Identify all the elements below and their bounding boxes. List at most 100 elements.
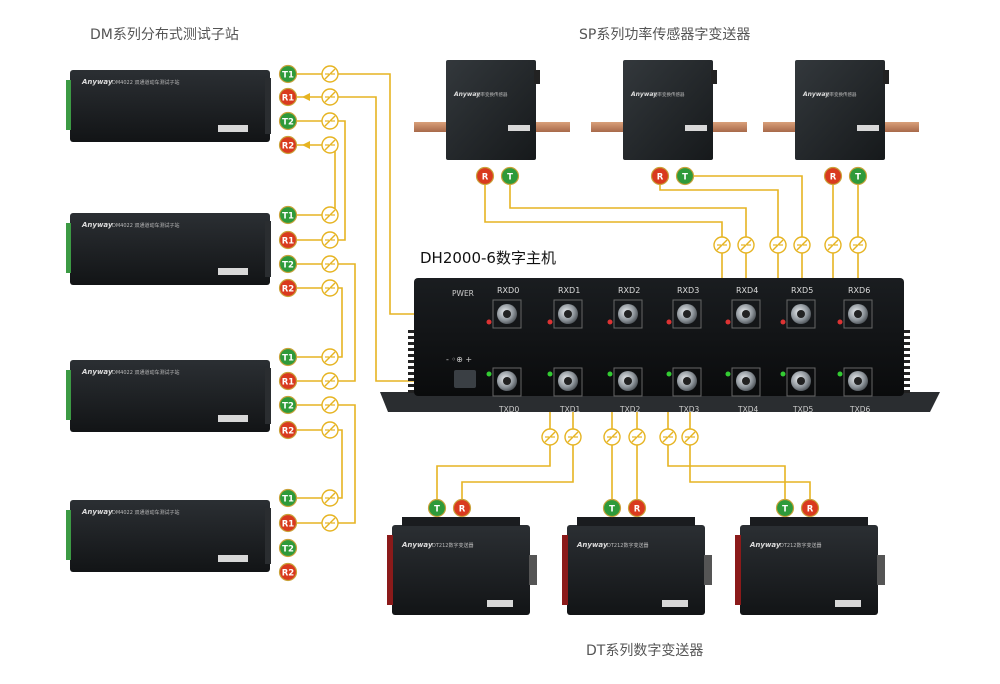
host-fin [904, 336, 910, 339]
dm-port-r2: R2 [278, 562, 298, 582]
dm-body [70, 500, 270, 572]
coupler-slash [796, 239, 808, 251]
host-rx-bracket [786, 299, 816, 329]
coupler [793, 236, 811, 254]
host-fin [904, 390, 910, 393]
coupler [321, 489, 339, 507]
host-title: DH2000-6数字主机 [420, 249, 556, 267]
host-rx-core [854, 310, 862, 318]
dm-brand: Anyway [81, 368, 113, 376]
port-dot [278, 488, 298, 508]
port-label: R2 [282, 569, 295, 579]
coupler-slash [324, 282, 336, 294]
host-fin [904, 348, 910, 351]
port-label: T2 [282, 545, 294, 555]
dm-side-panel [265, 78, 271, 134]
dm-body [70, 213, 270, 285]
dt-body [567, 525, 705, 615]
coupler-slash [324, 375, 336, 387]
dt-logo [835, 600, 861, 607]
port-dot [278, 513, 298, 533]
port-dot [278, 278, 298, 298]
host-rx-label: RXD0 [497, 286, 519, 295]
host-fin [408, 336, 414, 339]
wire-sp1-t [509, 185, 747, 300]
coupler [628, 428, 646, 446]
host-rx-bracket [731, 299, 761, 329]
port-label: T [682, 173, 688, 183]
coupler [321, 372, 339, 390]
host-tx-label: TXD1 [559, 405, 580, 414]
port-dot [278, 420, 298, 440]
dm-brand: Anyway [81, 78, 113, 86]
host-base [380, 392, 940, 412]
host-fin [408, 360, 414, 363]
port-dot [278, 347, 298, 367]
coupler [321, 348, 339, 366]
host-rx-bracket [672, 299, 702, 329]
host-fin [904, 330, 910, 333]
port-label: R1 [282, 520, 295, 530]
port-label: T1 [282, 354, 294, 364]
coupler-slash [827, 239, 839, 251]
coupler-slash [662, 431, 674, 443]
host-rx-bracket [553, 299, 583, 329]
host-tx-core [742, 377, 750, 385]
port-label: T1 [282, 212, 294, 222]
dt-port-r: R [452, 498, 472, 518]
port-label: T1 [282, 495, 294, 505]
sp-body [795, 60, 885, 160]
coupler-slash [716, 239, 728, 251]
host-rx-label: RXD6 [848, 286, 870, 295]
coupler [603, 428, 621, 446]
sp-port-r: R [823, 166, 843, 186]
sp-port-t: T [500, 166, 520, 186]
sp-port-t: T [675, 166, 695, 186]
coupler-slash [324, 517, 336, 529]
host-power-symbol: - ◦⊕ + [446, 355, 472, 364]
host-fin [904, 366, 910, 369]
dm-port-r2: R2 [278, 420, 298, 440]
port-label: R [634, 505, 641, 515]
host-tx-led [607, 371, 613, 377]
dt-bnc [704, 555, 712, 585]
host-tx-label: TXD5 [792, 405, 813, 414]
host-tx-led [666, 371, 672, 377]
port-label: T [507, 173, 513, 183]
coupler [321, 88, 339, 106]
port-dot [602, 498, 622, 518]
coupler [321, 396, 339, 414]
host-rx-core [503, 310, 511, 318]
port-dot [278, 135, 298, 155]
port-label: R1 [282, 94, 295, 104]
dm-port-t2: T2 [278, 111, 298, 131]
sp-body [446, 60, 536, 160]
host-fin [904, 384, 910, 387]
dt-top-flange [750, 517, 868, 526]
dm-port-t1: T1 [278, 64, 298, 84]
dt-model: DT212数字变送器 [432, 542, 473, 549]
coupler-slash [324, 234, 336, 246]
coupler [713, 236, 731, 254]
port-dot [675, 166, 695, 186]
host-tx-bracket [786, 367, 816, 397]
port-label: R [482, 173, 489, 183]
dt-title: DT系列数字变送器 [586, 643, 704, 659]
host-rx-bracket [843, 299, 873, 329]
host-tx-bracket [731, 367, 761, 397]
dm-logo [218, 415, 248, 422]
host-rx-label: RXD2 [618, 286, 640, 295]
host-fin [408, 384, 414, 387]
dt-port-t: T [775, 498, 795, 518]
dm-terminal-strip [66, 370, 71, 420]
wire-sp1-r [484, 185, 723, 300]
port-dot [452, 498, 472, 518]
port-dot [278, 111, 298, 131]
dt-port-r: R [800, 498, 820, 518]
coupler-slash [567, 431, 579, 443]
host-tx-led [725, 371, 731, 377]
